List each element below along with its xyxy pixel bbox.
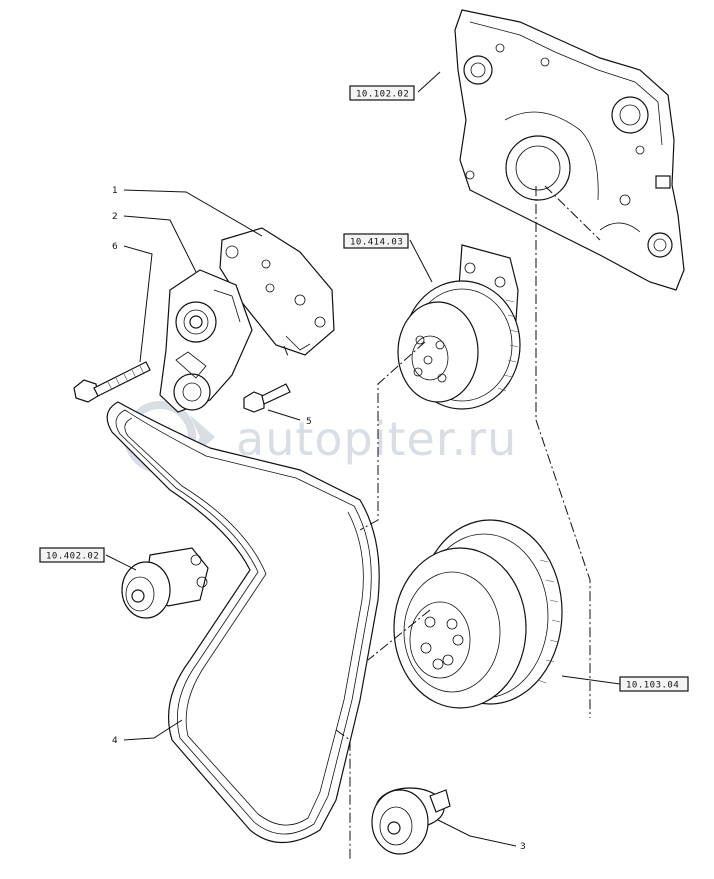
callout-1: 1 [112,186,263,237]
ref-label: 10.103.04 [626,681,679,691]
tensioner [159,269,253,413]
bolt-5 [243,383,291,413]
ref-box-10-102-02: 10.102.02 [349,71,441,101]
water-pump [397,244,521,410]
ref-box-10-103-04: 10.103.04 [561,675,689,692]
bolt-6 [73,361,151,403]
idler-pulley [121,547,209,619]
alignment-lines [283,185,601,860]
callout-6: 6 [112,242,153,363]
svg-text:6: 6 [112,242,118,252]
timing-cover [454,9,685,291]
ref-label: 10.414.03 [350,238,403,248]
roller-3 [371,787,451,855]
svg-text:4: 4 [112,736,118,746]
crankshaft-damper [393,519,563,709]
ref-label: 10.402.02 [46,552,99,562]
svg-text:3: 3 [520,842,526,852]
callout-4: 4 [112,719,183,746]
svg-text:5: 5 [306,417,312,427]
svg-text:2: 2 [112,212,118,222]
ref-label: 10.102.02 [356,90,409,100]
watermark-text: autopiter.ru [236,412,517,466]
drive-belt [106,401,380,843]
callout-5: 5 [267,409,312,427]
ref-box-10-402-02: 10.402.02 [39,547,137,571]
svg-text:1: 1 [112,186,118,196]
callout-2: 2 [112,212,197,273]
ref-box-10-414-03: 10.414.03 [343,233,433,283]
callout-3: 3 [437,819,526,852]
